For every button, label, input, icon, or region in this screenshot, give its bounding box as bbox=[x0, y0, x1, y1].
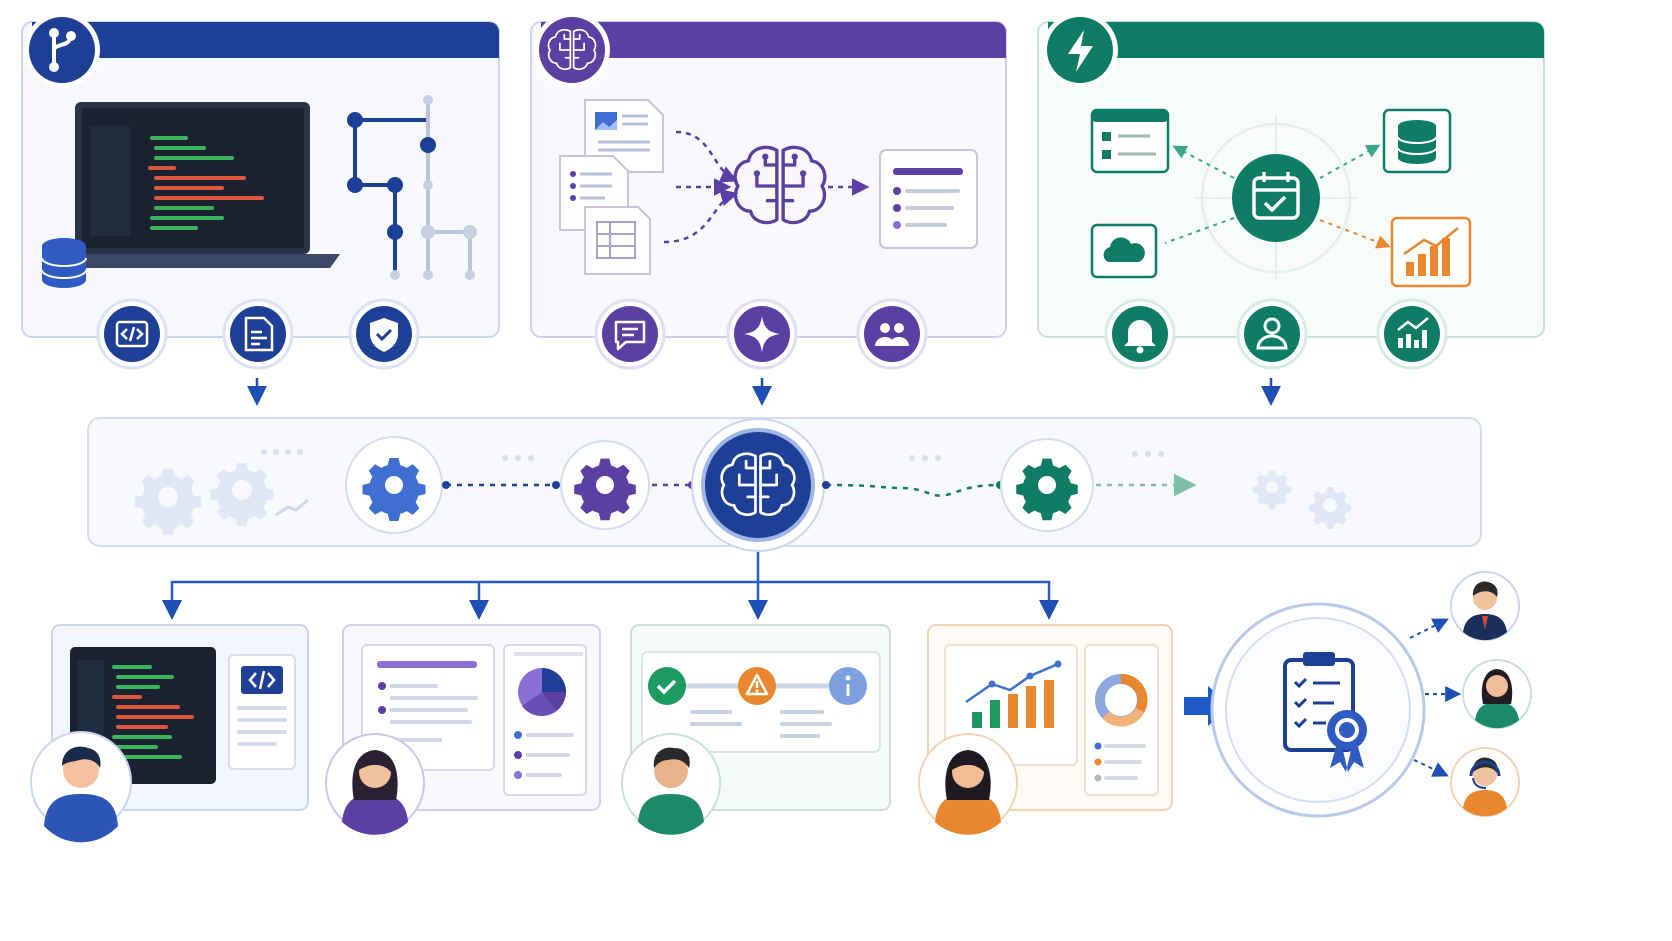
check-status-icon bbox=[648, 667, 686, 705]
output-card-status bbox=[621, 624, 891, 835]
developer-avatar bbox=[30, 731, 132, 843]
database-icon bbox=[41, 238, 87, 288]
info-status-icon bbox=[829, 667, 867, 705]
connector-3 bbox=[825, 483, 1001, 497]
brain-icon bbox=[691, 418, 825, 552]
sparkle-icon bbox=[726, 298, 798, 370]
hub-connectors bbox=[1164, 144, 1391, 249]
database-server-icon bbox=[1382, 108, 1452, 174]
branch-graph bbox=[347, 95, 477, 280]
panel-automation bbox=[1037, 12, 1545, 370]
output-card-report bbox=[325, 624, 601, 835]
gear-icon bbox=[560, 440, 650, 530]
recipient-arrows bbox=[1409, 618, 1462, 777]
panel-code bbox=[21, 12, 500, 370]
analytics-icon bbox=[1376, 298, 1448, 370]
donut-chart-icon bbox=[1095, 674, 1148, 727]
document-icon bbox=[222, 298, 294, 370]
code-icon bbox=[96, 298, 168, 370]
team-icon bbox=[856, 298, 928, 370]
panel-ai bbox=[530, 12, 1007, 370]
support-agent-avatar bbox=[1450, 747, 1520, 817]
laptop-code-editor bbox=[70, 102, 340, 268]
faded-connector bbox=[275, 498, 309, 517]
operator-avatar bbox=[621, 733, 721, 835]
certified-clipboard-icon bbox=[1210, 602, 1426, 818]
data-flow-arrows bbox=[663, 130, 870, 244]
team-member-avatar bbox=[1462, 659, 1532, 729]
pipeline-to-output-branches bbox=[162, 552, 1059, 620]
bar-chart-growth-icon bbox=[1390, 216, 1472, 288]
chat-icon bbox=[594, 298, 666, 370]
processing-pipeline bbox=[87, 417, 1482, 552]
bell-icon bbox=[1104, 298, 1176, 370]
pie-chart-icon bbox=[518, 668, 566, 716]
analyst-avatar bbox=[325, 733, 425, 835]
code-icon bbox=[241, 666, 283, 694]
faded-dots bbox=[261, 449, 1164, 461]
brain-processor-icon bbox=[733, 145, 827, 225]
git-branch-icon bbox=[24, 12, 100, 88]
lightning-icon bbox=[1042, 12, 1118, 88]
output-card-code-review bbox=[30, 624, 309, 843]
calendar-check-icon bbox=[1232, 154, 1320, 242]
business-person-avatar bbox=[1450, 571, 1520, 641]
brain-icon bbox=[534, 12, 610, 88]
spreadsheet-document bbox=[584, 206, 651, 275]
gear-icon bbox=[345, 436, 443, 534]
manager-avatar bbox=[918, 733, 1018, 835]
warning-status-icon bbox=[738, 667, 776, 705]
faded-gear-icon bbox=[134, 463, 274, 535]
cloud-icon bbox=[1090, 223, 1158, 279]
code-lines bbox=[112, 665, 194, 759]
result-card bbox=[879, 149, 978, 249]
panel-to-pipeline-arrows bbox=[247, 378, 1281, 406]
checklist-window-icon bbox=[1090, 108, 1170, 174]
user-icon bbox=[1236, 298, 1308, 370]
gear-icon bbox=[1000, 438, 1094, 532]
faded-gear-icon bbox=[1252, 470, 1351, 529]
shield-check-icon bbox=[348, 298, 420, 370]
output-card-insights bbox=[918, 624, 1173, 835]
